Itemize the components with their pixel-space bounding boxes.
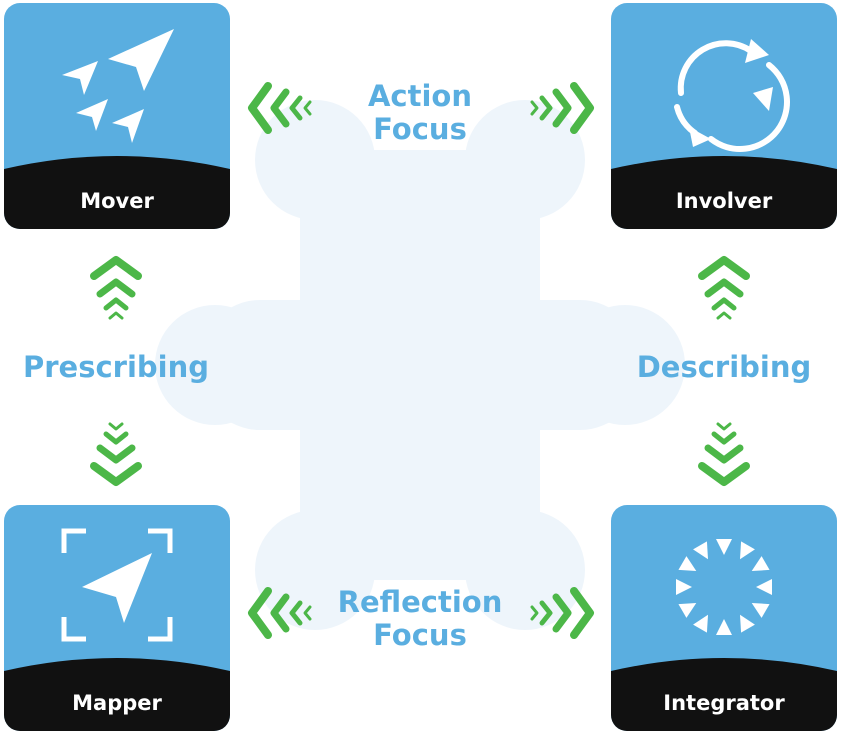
inward-triangle <box>740 541 755 560</box>
reflection-focus-line1: Reflection <box>337 585 503 619</box>
reflection-focus-label: Reflection Focus <box>320 586 520 652</box>
inward-triangle <box>678 556 697 571</box>
chevrons-up-icon <box>698 256 750 320</box>
focus-frame-pointer-icon <box>61 528 173 642</box>
reflection-focus-line2: Focus <box>373 618 467 652</box>
integrator-card: Integrator <box>611 505 837 731</box>
action-focus-line2: Focus <box>373 112 467 146</box>
inward-triangle <box>693 541 708 560</box>
inward-triangle <box>756 579 772 595</box>
inward-triangle <box>693 614 708 633</box>
chevrons-left-icon <box>248 82 312 134</box>
chevrons-up-icon <box>90 256 142 320</box>
chevrons-down-icon <box>90 422 142 486</box>
action-focus-label: Action Focus <box>335 80 505 146</box>
mover-card: Mover <box>4 3 230 229</box>
inward-triangle <box>716 539 732 555</box>
inward-triangle <box>678 603 697 618</box>
inward-triangle <box>676 579 692 595</box>
mapper-label: Mapper <box>72 691 162 715</box>
label-band <box>611 658 837 731</box>
involver-card: Involver <box>611 3 837 229</box>
cycle-arrows-icon <box>674 39 790 152</box>
inward-triangle <box>740 614 755 633</box>
action-focus-line1: Action <box>367 79 472 113</box>
label-band <box>611 156 837 229</box>
chevrons-down-icon <box>698 422 750 486</box>
inward-triangle <box>751 556 770 571</box>
describing-label: Describing <box>636 350 812 384</box>
converging-arrows-icon <box>676 539 772 635</box>
mover-label: Mover <box>80 189 154 213</box>
chevrons-left-icon <box>248 587 312 639</box>
label-band <box>4 156 230 229</box>
paper-planes-icon <box>62 29 174 143</box>
integrator-label: Integrator <box>663 691 785 715</box>
prescribing-label: Prescribing <box>22 350 210 384</box>
mapper-card: Mapper <box>4 505 230 731</box>
involver-label: Involver <box>675 189 773 213</box>
label-band <box>4 658 230 731</box>
chevrons-right-icon <box>530 587 594 639</box>
inward-triangle <box>716 619 732 635</box>
inward-triangle <box>751 603 770 618</box>
chevrons-right-icon <box>530 82 594 134</box>
